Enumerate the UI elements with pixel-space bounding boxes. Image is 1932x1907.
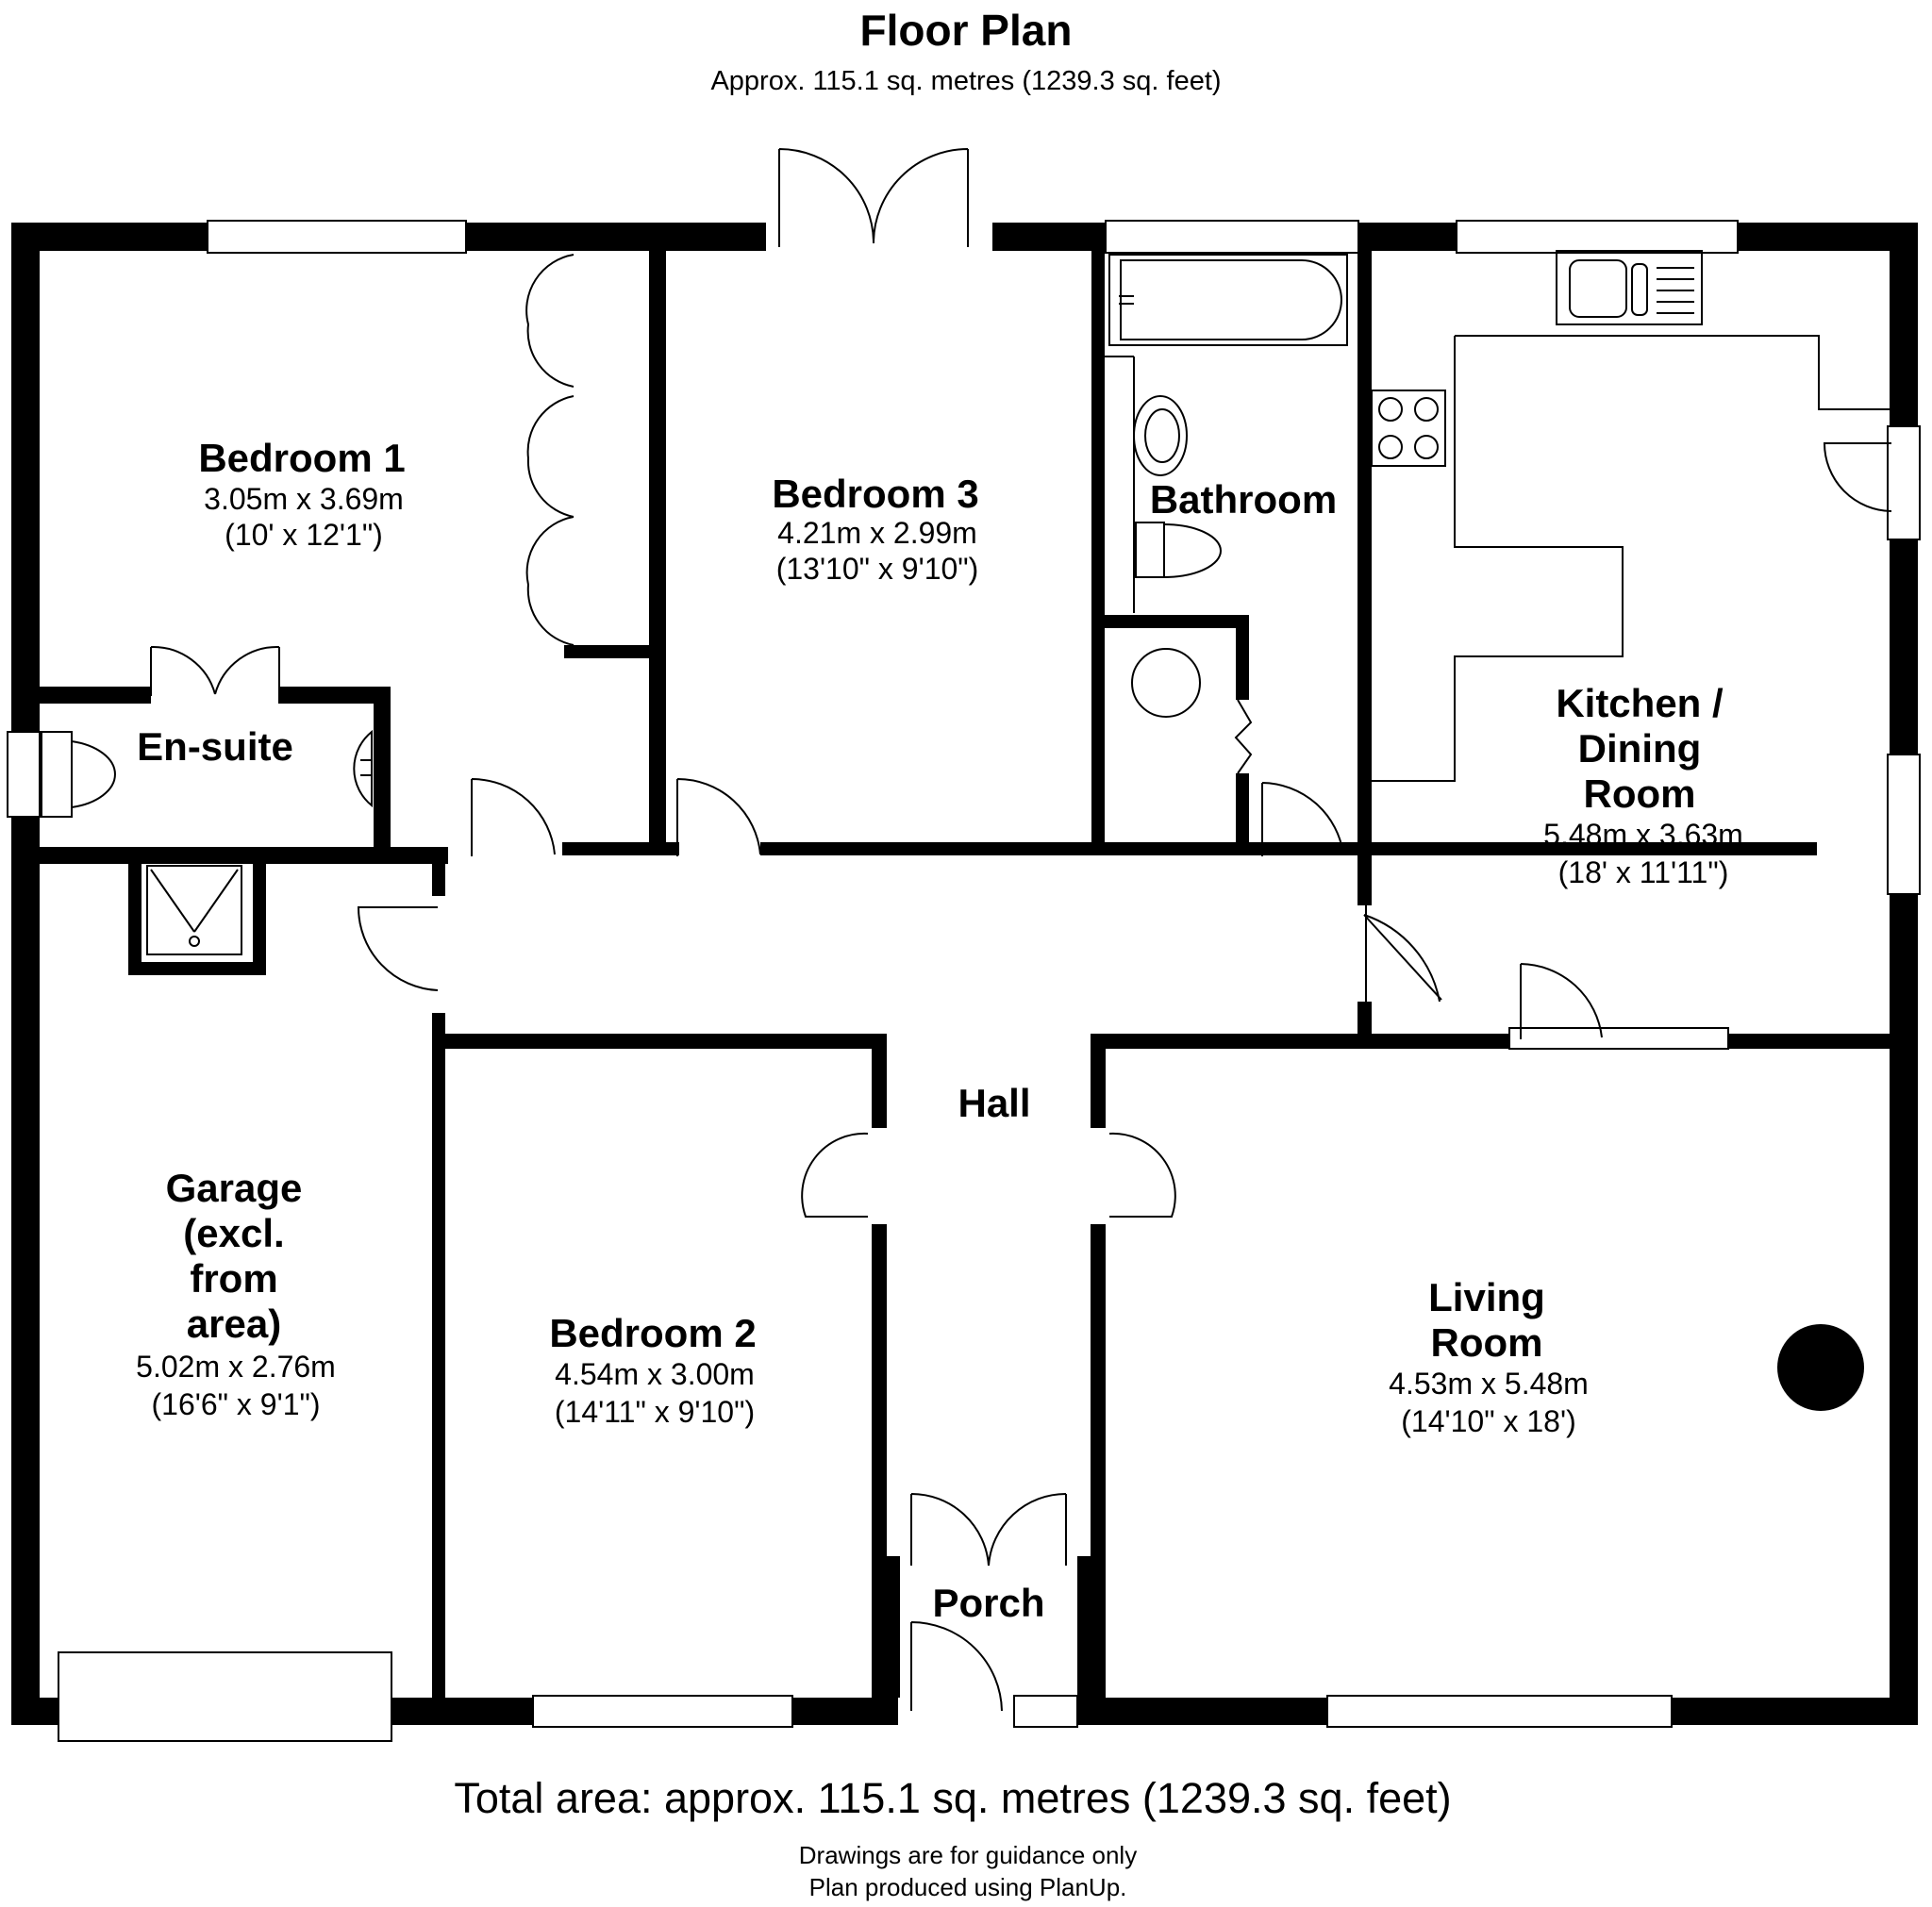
garage-imperial: (16'6" x 9'1") [151, 1387, 320, 1421]
doors [150, 148, 1892, 1712]
disclaimer-line2: Plan produced using PlanUp. [809, 1873, 1127, 1901]
total-area: Total area: approx. 115.1 sq. metres (12… [454, 1774, 1451, 1822]
kitchen-name-line2: Dining [1578, 726, 1702, 771]
bathroom-basin [1133, 395, 1188, 476]
kitchen-metric: 5.48m x 3.63m [1543, 818, 1743, 852]
stove-icon [1777, 1324, 1864, 1411]
kitchen-hob [1371, 390, 1446, 467]
kitchen-imperial: (18' x 11'11") [1558, 855, 1729, 889]
porch-name: Porch [932, 1581, 1044, 1625]
bedroom1-metric: 3.05m x 3.69m [204, 482, 404, 516]
shower-tray [146, 865, 242, 955]
ensuite-toilet [41, 731, 73, 818]
plan-title: Floor Plan [860, 6, 1073, 55]
kitchen-name-line3: Room [1584, 771, 1696, 816]
bedroom3-name: Bedroom 3 [772, 472, 978, 516]
plan-subtitle: Approx. 115.1 sq. metres (1239.3 sq. fee… [710, 66, 1221, 96]
bathroom-toilet [1135, 522, 1165, 578]
bedroom1-imperial: (10' x 12'1") [225, 518, 383, 552]
bathroom-name: Bathroom [1150, 477, 1337, 522]
living-imperial: (14'10" x 18') [1401, 1404, 1575, 1438]
interior-walls [40, 251, 1890, 1698]
bedroom3-metric: 4.21m x 2.99m [777, 516, 977, 550]
living-name-line1: Living [1428, 1275, 1545, 1319]
bedroom2-imperial: (14'11" x 9'10") [555, 1395, 755, 1429]
hall-name: Hall [958, 1081, 1030, 1125]
bedroom1-name: Bedroom 1 [198, 436, 405, 480]
living-metric: 4.53m x 5.48m [1389, 1367, 1589, 1401]
ensuite-basin [353, 729, 373, 808]
garage-name-line4: area) [187, 1302, 281, 1346]
windows [7, 220, 1921, 1742]
water-cylinder-icon [1131, 648, 1201, 718]
garage-name-line3: from [190, 1256, 277, 1301]
bedroom2-metric: 4.54m x 3.00m [555, 1357, 755, 1391]
garage-name-line2: (excl. [183, 1211, 284, 1255]
bedroom2-name: Bedroom 2 [549, 1311, 756, 1355]
garage-name-line1: Garage [166, 1166, 303, 1210]
ensuite-name: En-suite [137, 724, 293, 769]
garage-metric: 5.02m x 2.76m [136, 1350, 336, 1384]
living-name-line2: Room [1431, 1320, 1543, 1365]
kitchen-sink [1556, 250, 1703, 325]
room-labels: Bedroom 1 3.05m x 3.69m (10' x 12'1") Be… [136, 436, 1743, 1625]
disclaimer-line1: Drawings are for guidance only [799, 1841, 1137, 1869]
bedroom3-imperial: (13'10" x 9'10") [776, 552, 979, 586]
bath [1108, 254, 1348, 346]
fixtures [41, 250, 1890, 1411]
kitchen-name-line1: Kitchen / [1556, 681, 1724, 725]
